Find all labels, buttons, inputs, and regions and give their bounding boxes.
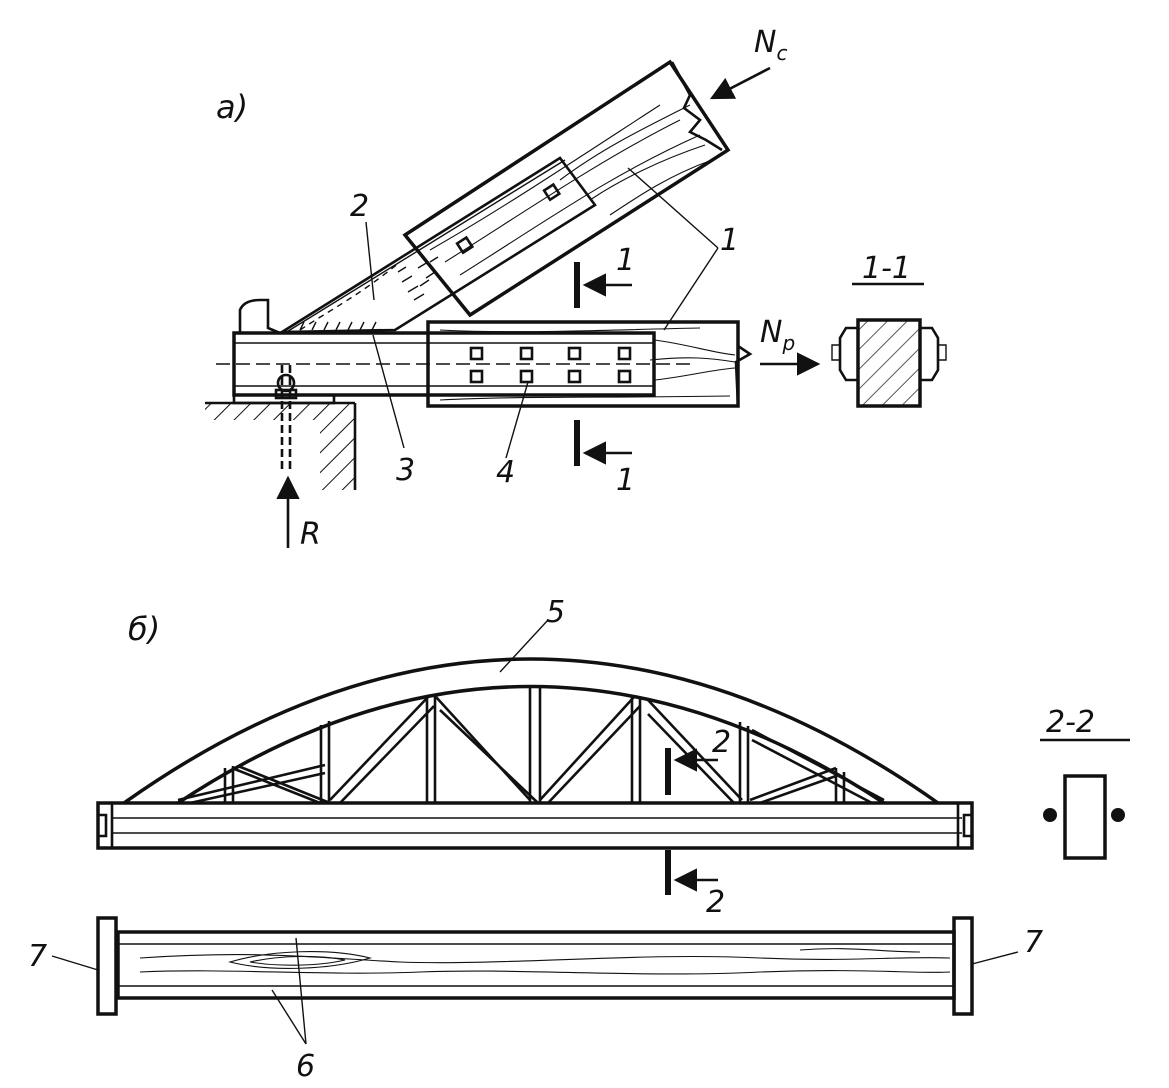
weld-marks <box>299 256 439 331</box>
support-hatch <box>205 401 357 490</box>
force-r-label: R <box>300 517 321 552</box>
section-2-2-title: 2-2 <box>1046 705 1095 740</box>
bottom-chord <box>96 801 974 850</box>
force-arrows <box>276 66 821 548</box>
label-1-chord: 1 <box>720 223 739 258</box>
leader-lines <box>365 167 719 459</box>
label-6: 6 <box>296 1049 315 1084</box>
force-np-label: Np <box>760 315 795 355</box>
upper-chord-timber <box>402 59 731 318</box>
anchor-bolt <box>274 365 298 470</box>
truss-web <box>177 688 885 805</box>
label-3: 3 <box>396 453 415 488</box>
section-1-1-view <box>831 282 947 408</box>
label-4: 4 <box>496 455 515 490</box>
section-2-2-view <box>1040 738 1130 860</box>
part-a-joint-detail: а) 2 3 4 1 1 1 1-1 Nc Np R <box>205 25 947 552</box>
leader-lines-b <box>51 619 1019 1045</box>
section-2-mark-top: 2 <box>712 725 731 760</box>
section-mark-1 <box>574 262 632 466</box>
section-mark-2 <box>665 748 718 895</box>
label-7-right: 7 <box>1024 925 1043 960</box>
section-1-1-title: 1-1 <box>862 251 911 286</box>
label-2: 2 <box>350 189 369 224</box>
force-nc-label: Nc <box>754 25 787 65</box>
label-7-left: 7 <box>28 939 47 974</box>
inclined-steel-shoe <box>277 156 597 334</box>
part-b-arch-truss: б) 5 6 7 7 2 2 2-2 <box>28 595 1130 1084</box>
steel-shoe-channel <box>216 298 690 470</box>
bottom-chord-detail <box>96 916 974 1016</box>
section-1-mark-bottom: 1 <box>616 463 635 498</box>
part-b-letter: б) <box>128 610 160 648</box>
label-5: 5 <box>546 595 565 630</box>
part-a-letter: а) <box>216 88 248 126</box>
section-1-mark-top: 1 <box>616 243 635 278</box>
bolts <box>469 346 632 384</box>
section-2-mark-bottom: 2 <box>706 885 725 920</box>
